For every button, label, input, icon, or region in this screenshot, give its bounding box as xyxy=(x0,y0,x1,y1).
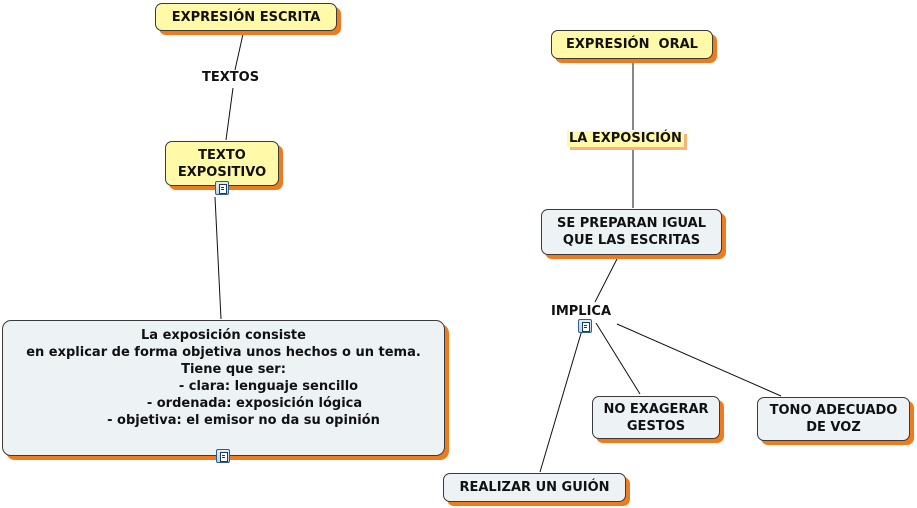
note-icon[interactable] xyxy=(578,319,592,333)
node-expresion-oral-label: EXPRESIÓN ORAL xyxy=(566,37,698,52)
node-exposicion-detail[interactable]: La exposición consiste en explicar de fo… xyxy=(2,320,445,456)
link-implica-tono xyxy=(616,323,782,397)
detail-line-6: - objetiva: el emisor no da su opinión xyxy=(107,413,380,428)
link-implica-guion xyxy=(539,329,583,473)
link-escrita-textos xyxy=(234,33,244,71)
node-texto-expositivo-line1: TEXTO xyxy=(198,147,246,163)
node-expresion-escrita[interactable]: EXPRESIÓN ESCRITA xyxy=(155,3,337,31)
node-no-exagerar-line2: GESTOS xyxy=(626,418,686,434)
note-icon[interactable] xyxy=(216,449,230,463)
node-texto-expositivo-line2: EXPOSITIVO xyxy=(177,164,267,180)
node-realizar-guion-label: REALIZAR UN GUIÓN xyxy=(459,480,610,495)
link-expositivo-detail xyxy=(214,196,222,320)
detail-line-2: en explicar de forma objetiva unos hecho… xyxy=(26,345,421,360)
note-icon[interactable] xyxy=(215,181,229,195)
node-expresion-escrita-label: EXPRESIÓN ESCRITA xyxy=(171,9,321,25)
node-se-preparan-line1: SE PREPARAN IGUAL xyxy=(556,216,707,231)
node-no-exagerar[interactable]: NO EXAGERAR GESTOS xyxy=(592,396,720,439)
node-expresion-oral[interactable]: EXPRESIÓN ORAL xyxy=(551,30,713,59)
node-tono-adecuado-line2: DE VOZ xyxy=(806,420,861,435)
node-texto-expositivo[interactable]: TEXTO EXPOSITIVO xyxy=(165,141,279,186)
detail-line-1: La exposición consiste xyxy=(141,328,306,343)
node-tono-adecuado-line1: TONO ADECUADO xyxy=(769,403,898,418)
link-label-implica: IMPLICA xyxy=(551,304,612,319)
link-label-textos: TEXTOS xyxy=(202,70,260,85)
detail-line-3: Tiene que ser: xyxy=(181,362,286,377)
link-label-la-exposicion: LA EXPOSICIÓN xyxy=(567,131,684,147)
detail-line-5: - ordenada: exposición lógica xyxy=(146,396,363,411)
node-tono-adecuado[interactable]: TONO ADECUADO DE VOZ xyxy=(757,397,910,441)
detail-line-4: - clara: lenguaje sencillo xyxy=(178,379,359,394)
link-preparan-implica xyxy=(594,258,618,303)
link-textos-expositivo xyxy=(225,87,234,141)
node-se-preparan-line2: QUE LAS ESCRITAS xyxy=(562,233,701,248)
link-implica-gestos xyxy=(595,322,641,395)
node-se-preparan[interactable]: SE PREPARAN IGUAL QUE LAS ESCRITAS xyxy=(541,209,722,255)
node-realizar-guion[interactable]: REALIZAR UN GUIÓN xyxy=(443,473,626,502)
node-no-exagerar-line1: NO EXAGERAR xyxy=(603,401,709,417)
